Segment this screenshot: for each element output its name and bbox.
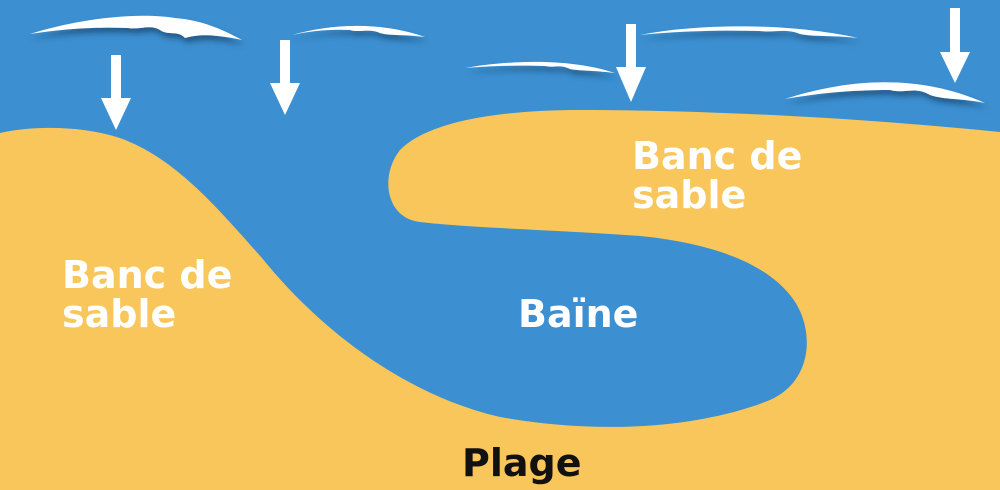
wave-crest <box>30 15 242 40</box>
wave-crest <box>640 26 858 38</box>
sand-area <box>0 110 1000 490</box>
sandbank-left-label: Banc de sable <box>62 253 233 336</box>
wave-crest <box>292 25 425 37</box>
arrow-down-icon <box>940 8 970 83</box>
arrow-down-icon <box>616 24 646 102</box>
baine-label: Baïne <box>518 292 639 336</box>
arrow-down-icon <box>270 40 300 115</box>
wave-crest-group <box>30 15 985 103</box>
wave-crest <box>785 82 985 103</box>
beach-label: Plage <box>462 441 582 485</box>
sandbank-right-label: Banc de sable <box>632 134 803 217</box>
wave-crest <box>465 61 615 73</box>
wave-arrow-group <box>101 8 970 130</box>
arrow-down-icon <box>101 55 131 130</box>
